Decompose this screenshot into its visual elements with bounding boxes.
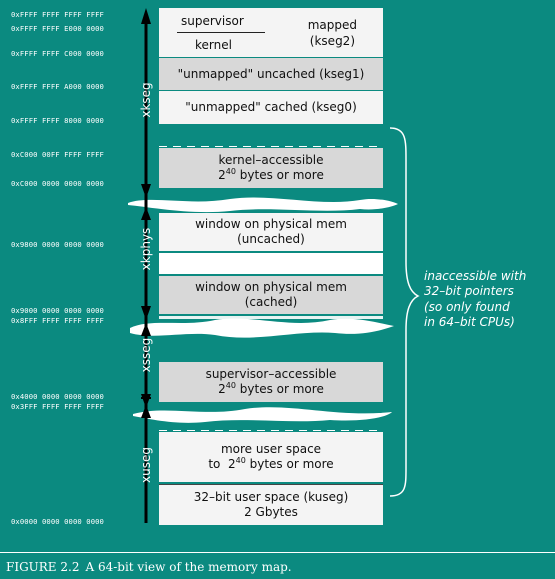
kseg1-region: "unmapped" uncached (kseg1) — [159, 58, 383, 90]
region-size: to 240 bytes or more — [208, 456, 334, 472]
address-label: 0x9000 0000 0000 0000 — [11, 306, 104, 315]
address-label: 0xFFFF FFFF E000 0000 — [11, 24, 104, 33]
arrow-head — [141, 306, 151, 320]
break-blob — [128, 197, 398, 213]
region-label: kernel–accessible — [218, 153, 324, 167]
kernel-label: kernel — [195, 38, 232, 52]
caption-rule — [0, 552, 555, 553]
window-uncached-region: window on physical mem (uncached) — [159, 213, 383, 251]
region-label: 2 Gbytes — [244, 505, 298, 519]
break-blob — [130, 318, 394, 338]
note-line: in 64–bit CPUs) — [424, 315, 515, 330]
address-label: 0xC000 00FF FFFF FFFF — [11, 150, 104, 159]
address-label: 0xFFFF FFFF A000 0000 — [11, 82, 104, 91]
address-label: 0xC000 0000 0000 0000 — [11, 179, 104, 188]
kseg1-label: "unmapped" uncached (kseg1) — [177, 66, 365, 81]
arrow-head — [141, 184, 151, 198]
note-line: (so only found — [424, 299, 510, 314]
white-band — [159, 316, 383, 319]
address-label: 0x8FFF FFFF FFFF FFFF — [11, 316, 104, 325]
address-label: 0x0000 0000 0000 0000 — [11, 517, 104, 526]
arrow-head — [141, 405, 151, 418]
note-line: 32–bit pointers — [424, 284, 514, 299]
address-label: 0xFFFF FFFF C000 0000 — [11, 49, 104, 58]
note-line: inaccessible with — [424, 269, 527, 283]
region-size: 240 bytes or more — [218, 381, 324, 397]
caption-text: A 64-bit view of the memory map. — [85, 560, 292, 574]
address-label: 0xFFFF FFFF 8000 0000 — [11, 116, 104, 125]
region-label: (cached) — [244, 295, 298, 309]
dashed-line — [159, 484, 383, 485]
region-label: window on physical mem — [195, 280, 347, 294]
arrow-head — [141, 323, 151, 336]
more-user-space-region: more user space to 240 bytes or more — [159, 432, 383, 482]
xuseg-label: xuseg — [139, 447, 153, 483]
region-label: window on physical mem — [195, 217, 347, 231]
divider — [177, 32, 265, 33]
brace — [389, 127, 420, 497]
xkphys-label: xkphys — [139, 227, 153, 271]
xkseg-label: xkseg — [139, 82, 153, 118]
arrow-head — [141, 8, 151, 24]
kernel-accessible-region: kernel–accessible 240 bytes or more — [159, 148, 383, 188]
address-label: 0x9800 0000 0000 0000 — [11, 240, 104, 249]
supervisor-label: supervisor — [181, 14, 244, 28]
arrow-head — [141, 207, 151, 220]
inaccessible-note: inaccessible with 32–bit pointers (so on… — [424, 269, 552, 330]
address-label: 0xFFFF FFFF FFFF FFFF — [11, 10, 104, 19]
xsseg-label: xsseg — [139, 337, 153, 373]
mapped-label: mapped — [307, 18, 357, 32]
address-label: 0x3FFF FFFF FFFF FFFF — [11, 402, 104, 411]
window-cached-region: window on physical mem (cached) — [159, 276, 383, 314]
dashed-line — [159, 430, 383, 431]
white-band — [159, 253, 383, 274]
region-label: supervisor–accessible — [205, 367, 337, 381]
region-label: more user space — [220, 442, 322, 456]
figure-caption: FIGURE 2.2 A 64-bit view of the memory ma… — [6, 560, 292, 574]
region-size: 240 bytes or more — [218, 167, 324, 183]
break-blob — [133, 407, 392, 423]
kuseg-region: 32–bit user space (kuseg) 2 Gbytes — [159, 485, 383, 525]
kseg0-region: "unmapped" cached (kseg0) — [159, 91, 383, 124]
kseg2-region: supervisor kernel mapped (kseg2) — [159, 8, 383, 57]
address-label: 0x4000 0000 0000 0000 — [11, 392, 104, 401]
figure-number: FIGURE 2.2 — [6, 560, 80, 574]
kseg0-label: "unmapped" cached (kseg0) — [185, 100, 357, 114]
kseg2-name: (kseg2) — [309, 34, 355, 48]
supervisor-accessible-region: supervisor–accessible 240 bytes or more — [159, 362, 383, 402]
dashed-line — [159, 146, 383, 147]
region-label: (uncached) — [237, 232, 305, 246]
region-label: 32–bit user space (kuseg) — [193, 490, 349, 504]
